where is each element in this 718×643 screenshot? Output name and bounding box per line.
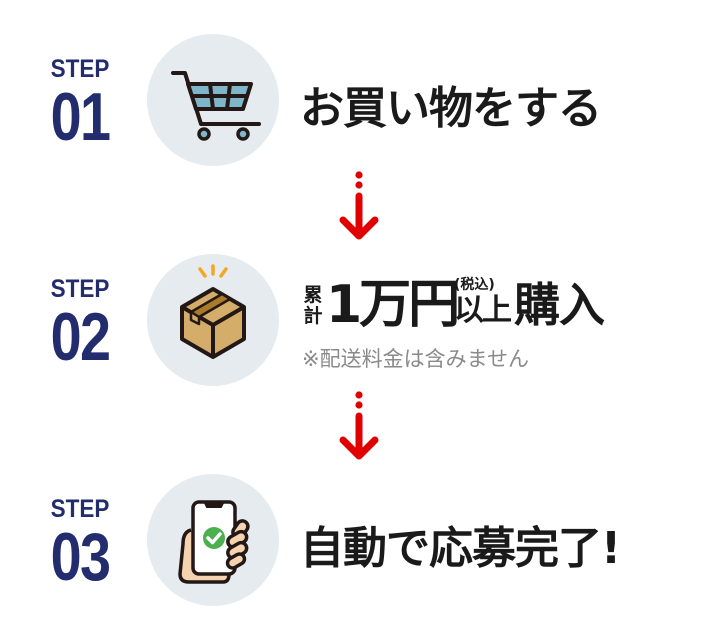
step-03: STEP 03 xyxy=(0,497,718,637)
or-more-label: 以上 xyxy=(454,293,512,328)
smartphone-check-icon xyxy=(178,500,250,584)
dotted-down-arrow-icon xyxy=(339,171,379,240)
purchase-label: 購入 xyxy=(514,278,605,332)
step-02: STEP 02 xyxy=(0,277,718,417)
dotted-down-arrow-icon xyxy=(339,391,379,460)
step-03-title: 自動で応募完了! xyxy=(300,523,621,574)
cumulative-label: 累 計 xyxy=(302,285,324,327)
step-01: STEP 01 xyxy=(0,57,718,197)
step-label: STEP xyxy=(50,55,110,83)
amount-text: 1万円 xyxy=(326,275,460,335)
step-number: 02 xyxy=(50,299,111,375)
shopping-cart-icon xyxy=(171,71,261,141)
step-02-icon-circle xyxy=(147,254,279,386)
step-number: 01 xyxy=(50,79,111,155)
cumulative-label-line2: 計 xyxy=(303,305,323,327)
step-number: 03 xyxy=(50,519,111,595)
step-label: STEP xyxy=(50,275,110,303)
cumulative-label-line1: 累 xyxy=(303,284,323,306)
step-03-icon-circle xyxy=(147,474,279,606)
step-label: STEP xyxy=(50,495,110,523)
step-01-icon-circle xyxy=(147,34,279,166)
tax-included-label: (税込) xyxy=(454,277,495,293)
step-01-title: お買い物をする xyxy=(300,83,602,134)
shipping-excluded-note: ※配送料金は含みません xyxy=(302,347,529,371)
package-box-icon xyxy=(180,264,246,359)
